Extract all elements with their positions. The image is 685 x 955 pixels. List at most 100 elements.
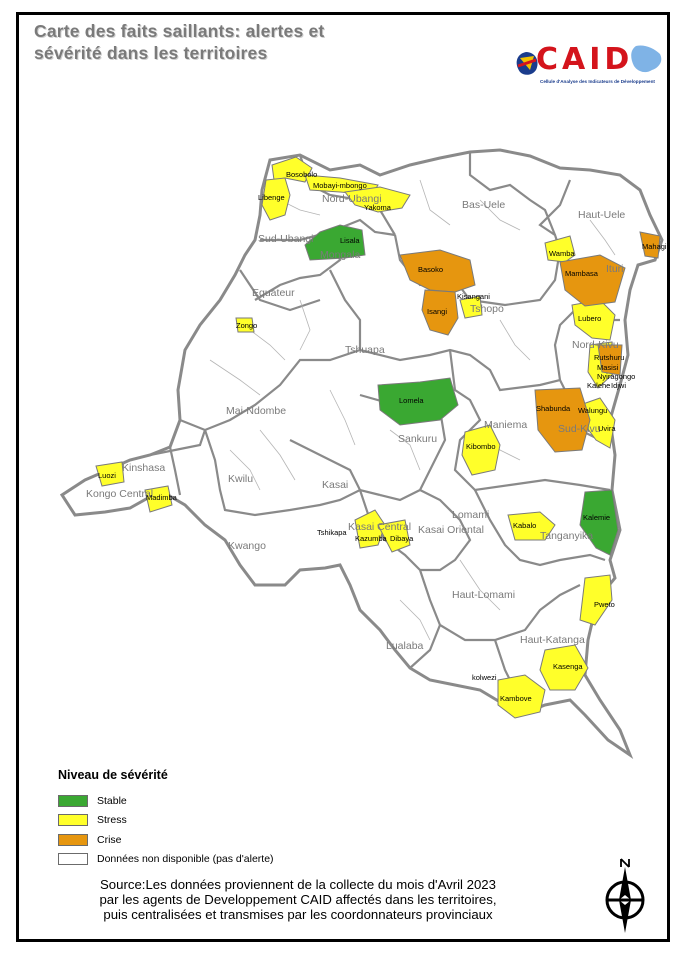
label-lisala: Lisala xyxy=(340,236,360,245)
territory-basoko xyxy=(399,249,476,293)
label-pweto: Pweto xyxy=(594,600,615,609)
label-zongo: Zongo xyxy=(236,321,257,330)
label-kolwezi: kolwezi xyxy=(472,673,497,682)
source-note: Source:Les données proviennent de la col… xyxy=(28,877,568,922)
label-haut-lomami: Haut-Lomami xyxy=(452,589,515,601)
label-rutshuru: Rutshuru xyxy=(594,353,624,362)
label-madimba: Madimba xyxy=(146,493,178,502)
label-kwango: Kwango xyxy=(228,540,266,552)
territory-lisala xyxy=(304,224,366,261)
label-kwilu: Kwilu xyxy=(228,473,253,485)
territory-dibaya xyxy=(377,519,411,553)
label-kasai-central: Kasai Central xyxy=(348,521,411,533)
title-line-2: sévérité dans les territoires xyxy=(34,43,268,63)
label-bas-uele: Bas-Uele xyxy=(462,199,505,211)
label-sankuru: Sankuru xyxy=(398,433,437,445)
label-equateur: Equateur xyxy=(252,287,295,299)
label-mahagi: Mahagi xyxy=(642,242,667,251)
legend-item-stable: Stable xyxy=(58,791,378,811)
logo-subtitle: Cellule d'Analyse des Indicateurs de Dév… xyxy=(540,79,655,84)
legend-label-stable: Stable xyxy=(97,794,127,807)
source-line-1: Source:Les données proviennent de la col… xyxy=(100,877,496,892)
label-nyiragongo: Nyiragongo xyxy=(597,372,635,381)
label-tshikapa: Tshikapa xyxy=(317,528,347,537)
territory-kambove xyxy=(497,674,546,719)
label-kazumba: Kazumba xyxy=(355,534,388,543)
label-tanganyika: Tanganyika xyxy=(540,530,593,542)
territory-isangi xyxy=(421,289,459,336)
territory-mahagi xyxy=(639,231,661,259)
label-kabalo: Kabalo xyxy=(513,521,536,530)
label-haut-katanga: Haut-Katanga xyxy=(520,634,585,646)
territory-yakoma xyxy=(344,186,411,213)
legend-label-crise: Crise xyxy=(97,833,122,846)
legend-item-none: Données non disponible (pas d'alerte) xyxy=(58,850,378,870)
legend-title: Niveau de sévérité xyxy=(58,768,168,782)
territory-rutshuru xyxy=(597,344,623,376)
label-mongala: Mongala xyxy=(320,249,360,261)
label-mai-ndombe: Mai-Ndombe xyxy=(226,405,286,417)
territory-kisangani xyxy=(459,295,483,319)
north-arrow-icon xyxy=(605,858,645,933)
territory-kasenga xyxy=(539,644,589,691)
territory-zongo xyxy=(235,317,255,333)
legend: Niveau de sévérité Stable Stress Crise D… xyxy=(58,768,378,869)
label-bosobolo: Bosobolo xyxy=(286,170,317,179)
label-idjwi: Idjwi xyxy=(611,381,626,390)
label-lomela: Lomela xyxy=(399,396,424,405)
label-ituri: Ituri xyxy=(606,263,624,275)
legend-swatch-none xyxy=(58,853,88,866)
label-lomami: Lomami xyxy=(452,509,489,521)
label-lualaba: Lualaba xyxy=(386,640,424,652)
label-lubero: Lubero xyxy=(578,314,601,323)
label-mobayi-mbongo: Mobayi-mbongo xyxy=(313,181,367,190)
label-kongo-central: Kongo Central xyxy=(86,488,153,500)
territory-shabunda xyxy=(534,387,591,453)
legend-item-crise: Crise xyxy=(58,830,378,850)
territory-luozi xyxy=(95,461,125,487)
legend-item-stress: Stress xyxy=(58,811,378,831)
label-nord-kivu: Nord-Kivu xyxy=(572,339,619,351)
label-kasai: Kasai xyxy=(322,479,348,491)
label-haut-uele: Haut-Uele xyxy=(578,209,625,221)
label-kinshasa: Kinshasa xyxy=(122,462,165,474)
territory-kabalo xyxy=(507,511,556,541)
label-uvira: Uvira xyxy=(598,424,616,433)
label-kasai-oriental: Kasai Oriental xyxy=(418,524,484,536)
label-basoko: Basoko xyxy=(418,265,443,274)
label-walungu: Walungu xyxy=(578,406,607,415)
territory-pweto xyxy=(579,574,613,626)
label-kasenga: Kasenga xyxy=(553,662,583,671)
label-masisi: Masisi xyxy=(597,363,619,372)
label-wamba: Wamba xyxy=(549,249,575,258)
territory-wamba xyxy=(544,235,576,263)
map-title: Carte des faits saillants: alertes et sé… xyxy=(34,20,454,64)
label-maniema: Maniema xyxy=(484,419,527,431)
territory-kazumba xyxy=(354,509,386,549)
label-yakoma: Yakoma xyxy=(364,203,392,212)
label-kalehe: Kalehe xyxy=(587,381,610,390)
label-kibombo: Kibombo xyxy=(466,442,496,451)
label-sud-ubangi: Sud-Ubangi xyxy=(258,233,313,245)
label-dibaya: Dibaya xyxy=(390,534,414,543)
territory-kalemie xyxy=(579,489,619,556)
label-nord-ubangi: Nord-Ubangi xyxy=(322,193,382,205)
territory-kibombo xyxy=(461,424,501,476)
territory-mambasa xyxy=(559,254,626,307)
caid-logo xyxy=(516,45,662,75)
title-line-1: Carte des faits saillants: alertes et xyxy=(34,21,325,41)
label-isangi: Isangi xyxy=(427,307,447,316)
legend-swatch-stable xyxy=(58,794,88,807)
source-line-3: puis centralisées et transmises par les … xyxy=(103,907,493,922)
legend-label-stress: Stress xyxy=(97,814,127,827)
label-tshuapa: Tshuapa xyxy=(345,344,385,356)
label-kambove: Kambove xyxy=(500,694,532,703)
territory-lomela xyxy=(377,377,459,426)
label-libenge: Libenge xyxy=(258,193,285,202)
label-kalemie: Kalemie xyxy=(583,513,610,522)
logo-text: CAID xyxy=(536,42,634,77)
legend-swatch-stress xyxy=(58,814,88,827)
label-shabunda: Shabunda xyxy=(536,404,571,413)
territory-libenge xyxy=(261,177,291,221)
